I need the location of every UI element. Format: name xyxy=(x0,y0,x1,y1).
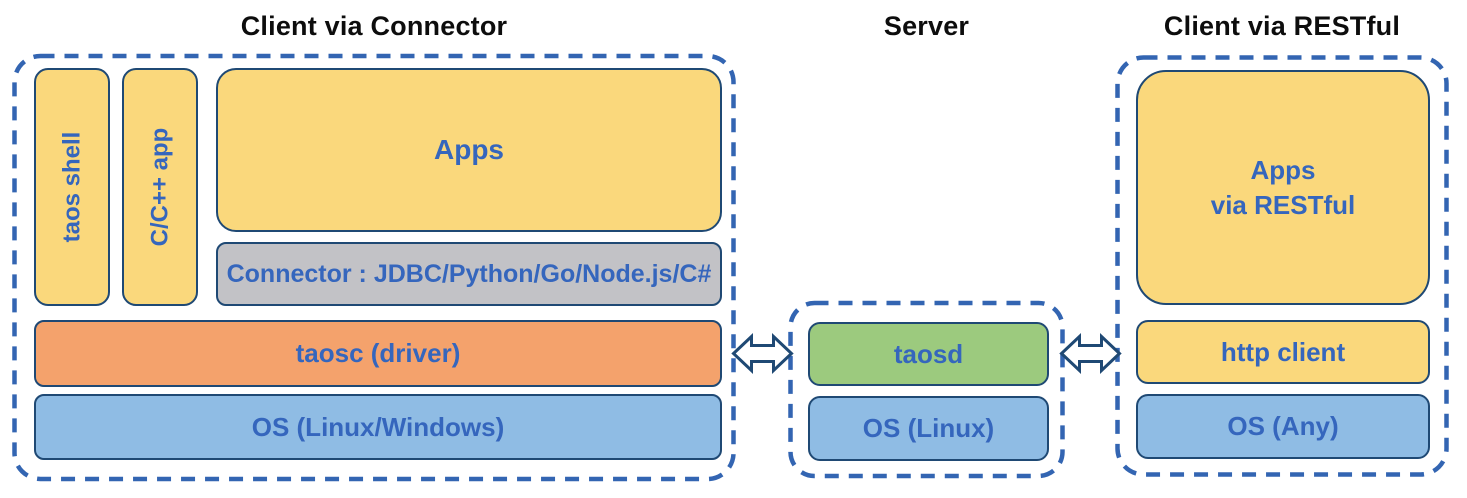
box-taosd: taosd xyxy=(808,322,1049,386)
box-connector: Connector : JDBC/Python/Go/Node.js/C# xyxy=(216,242,722,306)
box-taosc-driver: taosc (driver) xyxy=(34,320,722,387)
box-taos-shell-label: taos shell xyxy=(58,131,85,243)
box-os-linux-windows-label: OS (Linux/Windows) xyxy=(251,411,505,442)
box-cpp-app-label: C/C++ app xyxy=(146,127,174,247)
box-apps-via-restful-line1: Apps xyxy=(1250,154,1316,185)
section-title-client-via-restful: Client via RESTful xyxy=(1163,11,1401,41)
box-cpp-app: C/C++ app xyxy=(122,68,198,306)
box-taos-shell: taos shell xyxy=(34,68,110,306)
box-http-client: http client xyxy=(1136,320,1430,384)
box-connector-label: Connector : JDBC/Python/Go/Node.js/C# xyxy=(226,259,712,288)
box-apps: Apps xyxy=(216,68,722,232)
box-apps-label: Apps xyxy=(434,134,504,165)
section-title-client-via-connector: Client via Connector xyxy=(240,11,508,41)
bidirectional-arrow-icon xyxy=(1059,333,1122,374)
box-os-any-label: OS (Any) xyxy=(1227,411,1339,441)
box-apps-via-restful-label: Apps via RESTful xyxy=(1211,153,1355,223)
section-title-server: Server xyxy=(883,11,970,41)
box-http-client-label: http client xyxy=(1220,336,1346,367)
box-apps-via-restful-line2: via RESTful xyxy=(1210,189,1356,220)
box-taosd-label: taosd xyxy=(893,338,964,369)
bidirectional-arrow-icon xyxy=(731,333,794,374)
box-os-linux-label: OS (Linux) xyxy=(862,413,995,443)
box-os-linux: OS (Linux) xyxy=(808,396,1049,461)
box-os-any: OS (Any) xyxy=(1136,394,1430,459)
box-apps-via-restful: Apps via RESTful xyxy=(1136,70,1430,305)
box-taosc-driver-label: taosc (driver) xyxy=(295,338,461,368)
box-os-linux-windows: OS (Linux/Windows) xyxy=(34,394,722,460)
